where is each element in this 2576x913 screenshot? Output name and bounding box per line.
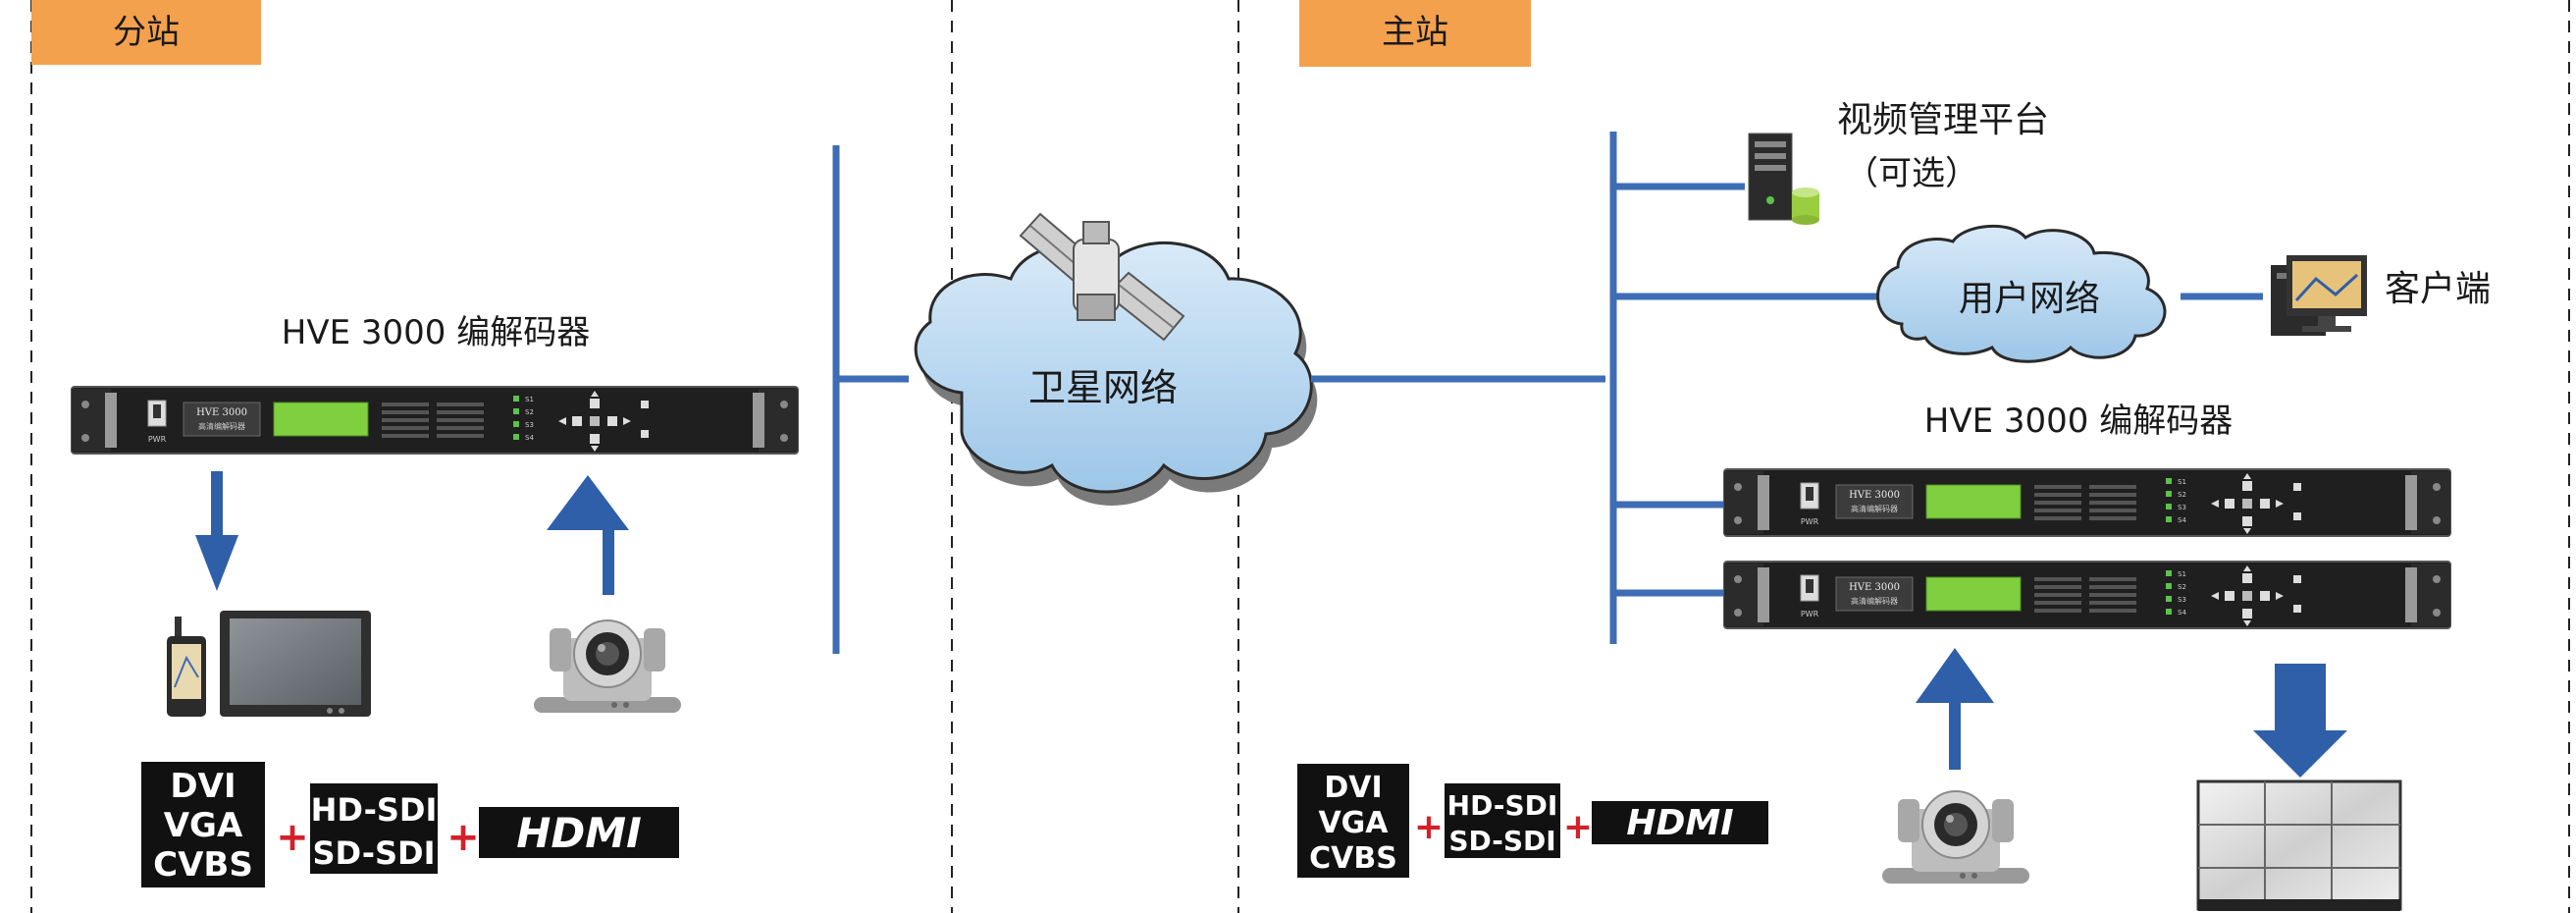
client-pc-icon (2271, 255, 2367, 336)
left-ptz-camera-icon (533, 619, 682, 713)
right-codec-device-1 (1723, 467, 2451, 538)
right-codec-device-2 (1723, 560, 2451, 630)
right-region-tag: 主站 (1299, 0, 1531, 67)
svg-text:分站: 分站 (113, 13, 180, 52)
left-device-title: HVE 3000 编解码器 (282, 313, 590, 352)
output-arrow-to-videowall (2253, 664, 2347, 778)
svg-text:VGA: VGA (1318, 806, 1389, 840)
database-icon (1792, 188, 1819, 225)
svg-text:SD-SDI: SD-SDI (313, 834, 436, 872)
video-wall-icon (2196, 779, 2402, 911)
svg-text:+: + (276, 815, 309, 860)
svg-text:HD-SDI: HD-SDI (311, 791, 438, 829)
output-arrow-down (195, 471, 238, 591)
platform-optional-label: （可选） (1845, 154, 1978, 193)
svg-text:CVBS: CVBS (153, 845, 253, 885)
right-device-title: HVE 3000 编解码器 (1924, 402, 2233, 441)
svg-text:用户网络: 用户网络 (1959, 279, 2100, 319)
client-label: 客户端 (2385, 269, 2491, 309)
user-network-cloud: 用户网络 (1876, 224, 2167, 363)
svg-text:DVI: DVI (1324, 771, 1382, 805)
right-ptz-camera-icon (1881, 790, 2030, 884)
left-interface-block: DVI VGA CVBS + HD-SDI SD-SDI + HDMI (141, 762, 679, 887)
svg-text:+: + (1414, 807, 1444, 847)
svg-text:SD-SDI: SD-SDI (1448, 825, 1555, 857)
server-icon (1748, 133, 1793, 221)
left-region-tag: 分站 (31, 0, 261, 65)
right-input-arrow-up (1916, 648, 1994, 770)
svg-text:CVBS: CVBS (1309, 841, 1397, 876)
svg-text:卫星网络: 卫星网络 (1028, 366, 1178, 409)
svg-text:HD-SDI: HD-SDI (1447, 789, 1558, 822)
tablet-display-icon (220, 611, 371, 717)
platform-label: 视频管理平台 (1837, 100, 2049, 140)
input-arrow-up (547, 475, 629, 595)
svg-text:+: + (1563, 807, 1593, 847)
satellite-network-cloud: 卫星网络 (914, 241, 1318, 506)
right-interface-block: DVI VGA CVBS + HD-SDI SD-SDI + HDMI (1297, 764, 1768, 878)
svg-text:+: + (447, 815, 480, 860)
svg-text:VGA: VGA (164, 806, 243, 845)
satellite-icon (1019, 212, 1185, 342)
svg-text:HDMI: HDMI (516, 809, 641, 857)
left-codec-device (71, 385, 799, 456)
svg-text:主站: 主站 (1382, 13, 1448, 52)
svg-text:DVI: DVI (170, 767, 236, 806)
svg-text:HDMI: HDMI (1626, 803, 1733, 843)
handheld-terminal-icon (167, 617, 206, 717)
